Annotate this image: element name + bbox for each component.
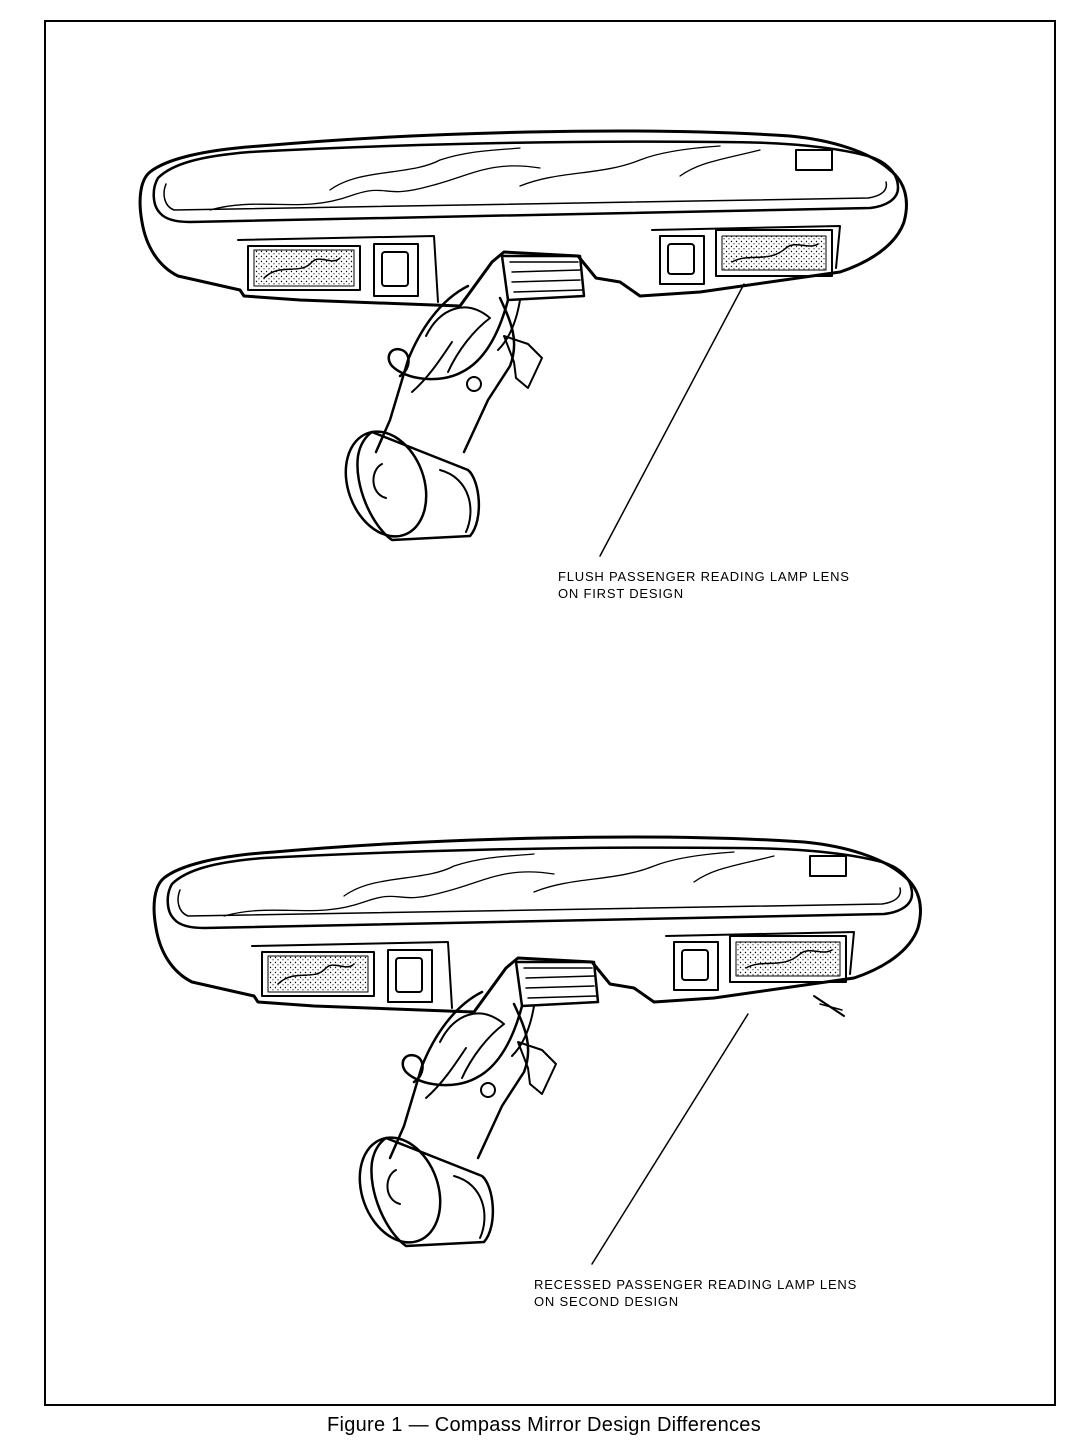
figure-frame — [44, 20, 1056, 1406]
callout-leader-first — [599, 283, 745, 557]
callout-first-line2: ON FIRST DESIGN — [558, 586, 684, 601]
callout-first-line1: FLUSH PASSENGER READING LAMP LENS — [558, 569, 850, 584]
callout-second-line2: ON SECOND DESIGN — [534, 1294, 679, 1309]
mirror-first-design — [138, 129, 908, 550]
callout-first-design: FLUSH PASSENGER READING LAMP LENS ON FIR… — [558, 568, 850, 602]
callout-second-line1: RECESSED PASSENGER READING LAMP LENS — [534, 1277, 858, 1292]
callout-second-design: RECESSED PASSENGER READING LAMP LENS ON … — [534, 1276, 857, 1310]
callout-leader-second — [591, 1013, 749, 1265]
mirror-second-design — [152, 835, 922, 1256]
figure-caption: Figure 1 — Compass Mirror Design Differe… — [326, 1414, 762, 1436]
